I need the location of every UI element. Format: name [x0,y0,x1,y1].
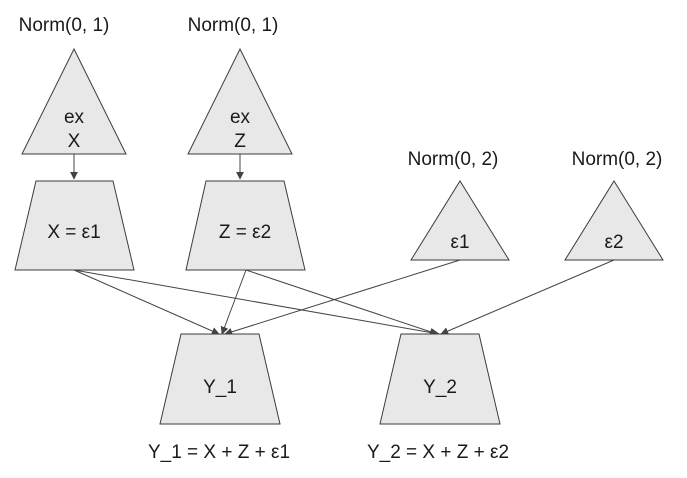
node-ex-z-line1: ex [230,107,251,128]
node-y2-equation: Y_2 = X + Z + ε2 [367,442,509,463]
edges [70,154,615,337]
edge-eps2-to-y2 [440,259,615,335]
edge-x-assign-to-y2 [73,269,440,337]
node-y1: Y_1 Y_1 = X + Z + ε1 [148,333,290,463]
node-y1-trapezoid [159,333,281,425]
node-eps1-label: ε1 [450,232,469,253]
node-eps2: Norm(0, 2) ε2 [564,149,664,261]
node-y2: Y_2 Y_2 = X + Z + ε2 [367,333,509,463]
node-z-assign-trapezoid [185,180,306,271]
node-y2-label: Y_2 [423,377,457,398]
node-eps2-label: ε2 [604,232,623,253]
edge-z-assign-to-y1 [220,269,247,335]
node-x-assign-trapezoid [14,180,135,271]
node-ex-z: Norm(0, 1) ex Z [187,15,293,155]
node-eps1-dist-label: Norm(0, 2) [408,149,499,170]
node-z-assign: Z = ε2 [185,180,306,271]
node-ex-x-triangle [21,47,127,155]
node-ex-x-line2: X [68,131,81,152]
node-x-assign-label: X = ε1 [47,222,100,243]
node-ex-z-triangle [187,47,293,155]
node-ex-x-line1: ex [64,107,85,128]
edge-x-assign-to-y1 [73,269,220,335]
node-x-assign: X = ε1 [14,180,135,271]
node-z-assign-label: Z = ε2 [219,222,271,243]
edge-z-assign-to-y2 [245,269,438,336]
node-ex-x-dist-label: Norm(0, 1) [19,15,110,36]
node-eps1: Norm(0, 2) ε1 [408,149,510,261]
node-ex-z-line2: Z [234,131,246,152]
node-y1-label: Y_1 [203,377,237,398]
node-eps2-dist-label: Norm(0, 2) [572,149,663,170]
node-eps1-triangle [410,180,510,261]
node-ex-z-dist-label: Norm(0, 1) [188,15,279,36]
node-ex-x: Norm(0, 1) ex X [19,15,127,155]
node-eps2-triangle [564,180,664,261]
node-y2-trapezoid [379,333,501,425]
node-y1-equation: Y_1 = X + Z + ε1 [148,442,290,463]
edge-eps1-to-y1 [224,259,461,336]
